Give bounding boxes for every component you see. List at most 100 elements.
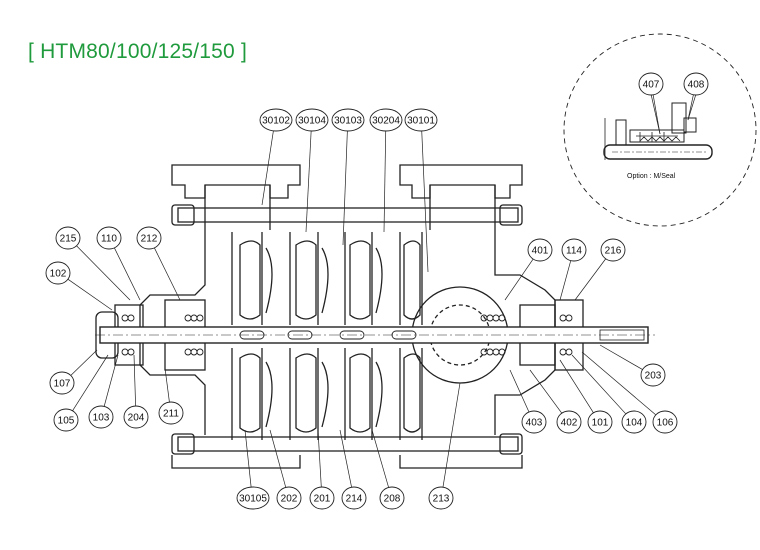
callout-leader-line bbox=[559, 359, 594, 413]
callout-bubble bbox=[521, 410, 547, 434]
callout-bubble bbox=[96, 226, 122, 250]
callout-bubble bbox=[683, 72, 709, 96]
part-number-label: 110 bbox=[101, 234, 117, 245]
detail-caption: Option : M/Seal bbox=[627, 173, 676, 180]
callout-bubble bbox=[55, 226, 81, 250]
part-callout-215: 215 bbox=[55, 226, 131, 301]
part-callout-211: 211 bbox=[158, 367, 184, 425]
part-number-label: 30204 bbox=[372, 116, 400, 127]
callout-bubble bbox=[295, 108, 329, 132]
part-number-label: 403 bbox=[526, 418, 543, 429]
part-number-label: 30102 bbox=[262, 116, 290, 127]
callout-bubble bbox=[640, 363, 666, 387]
callout-bubble bbox=[53, 408, 79, 432]
part-number-label: 114 bbox=[566, 246, 582, 257]
part-number-label: 102 bbox=[50, 269, 67, 280]
callout-leader-line bbox=[599, 344, 643, 370]
part-number-label: 30103 bbox=[334, 116, 362, 127]
part-number-label: 215 bbox=[60, 234, 77, 245]
part-number-label: 101 bbox=[592, 418, 609, 429]
callout-leader-line bbox=[103, 354, 119, 407]
part-callout-408: 408 bbox=[683, 72, 709, 121]
part-number-label: 401 bbox=[532, 246, 549, 257]
part-callout-214: 214 bbox=[339, 429, 367, 510]
callout-leader-line bbox=[442, 382, 461, 488]
callout-leader-line bbox=[687, 94, 694, 121]
callout-leader-line bbox=[581, 351, 657, 416]
part-callout-203: 203 bbox=[599, 344, 666, 387]
part-number-label: 106 bbox=[657, 418, 674, 429]
part-callout-103: 103 bbox=[88, 354, 119, 429]
callout-leader-line bbox=[133, 354, 136, 407]
part-callout-202: 202 bbox=[269, 429, 302, 510]
part-callout-30103: 30103 bbox=[331, 108, 365, 246]
callout-bubble bbox=[527, 238, 553, 262]
part-number-label: 204 bbox=[128, 413, 145, 424]
part-callout-107: 107 bbox=[49, 349, 98, 395]
callout-bubble bbox=[158, 401, 184, 425]
callout-leader-line bbox=[317, 429, 322, 488]
callout-leader-line bbox=[154, 247, 181, 301]
part-callout-213: 213 bbox=[428, 382, 461, 510]
part-number-label: 211 bbox=[163, 409, 179, 420]
part-callout-114: 114 bbox=[559, 238, 587, 301]
part-number-label: 30105 bbox=[239, 494, 267, 505]
part-callout-30204: 30204 bbox=[369, 108, 403, 233]
part-number-label: 30101 bbox=[407, 116, 435, 127]
part-number-label: 208 bbox=[384, 494, 401, 505]
part-number-label: 402 bbox=[561, 418, 578, 429]
part-callout-101: 101 bbox=[559, 359, 613, 434]
callout-bubble bbox=[600, 238, 626, 262]
callout-leader-line bbox=[164, 367, 170, 403]
callout-bubble bbox=[369, 108, 403, 132]
part-number-label: 216 bbox=[605, 246, 622, 257]
part-callout-216: 216 bbox=[574, 238, 626, 301]
part-number-label: 203 bbox=[645, 371, 662, 382]
callout-leader-line bbox=[371, 429, 389, 488]
callout-leader-line bbox=[342, 130, 348, 246]
callout-bubble bbox=[556, 410, 582, 434]
callout-bubble bbox=[276, 486, 302, 510]
callout-leader-line bbox=[67, 278, 113, 311]
callout-bubble bbox=[652, 410, 678, 434]
callout-bubble bbox=[379, 486, 405, 510]
callout-bubble bbox=[45, 261, 71, 285]
callout-leader-line bbox=[114, 247, 141, 301]
part-callout-30102: 30102 bbox=[259, 108, 293, 206]
callout-bubble bbox=[638, 72, 664, 96]
callout-leader-line bbox=[261, 130, 274, 206]
callout-bubble bbox=[331, 108, 365, 132]
callout-bubble bbox=[236, 486, 270, 510]
callout-leader-line bbox=[244, 429, 252, 488]
part-number-label: 201 bbox=[314, 494, 331, 505]
part-number-label: 103 bbox=[93, 413, 110, 424]
callout-leader-line bbox=[72, 354, 109, 411]
part-callout-201: 201 bbox=[309, 429, 335, 510]
page-title: [ HTM80/100/125/150 ] bbox=[28, 40, 247, 63]
part-callout-402: 402 bbox=[529, 369, 582, 434]
callout-leader-line bbox=[383, 130, 387, 233]
part-callout-407: 407 bbox=[638, 72, 664, 135]
part-callout-104: 104 bbox=[571, 354, 647, 434]
part-number-label: 408 bbox=[688, 80, 705, 91]
callout-bubble bbox=[621, 410, 647, 434]
callout-bubble bbox=[341, 486, 367, 510]
callout-bubble bbox=[259, 108, 293, 132]
part-number-label: 104 bbox=[626, 418, 643, 429]
part-number-label: 105 bbox=[58, 416, 75, 427]
callout-leader-line bbox=[269, 429, 287, 488]
part-callout-204: 204 bbox=[123, 354, 149, 429]
callout-leader-line bbox=[574, 258, 607, 301]
callout-leader-line bbox=[504, 258, 534, 301]
callout-bubble bbox=[428, 486, 454, 510]
part-number-label: 213 bbox=[433, 494, 450, 505]
callout-leader-line bbox=[305, 130, 312, 233]
callout-leader-line bbox=[76, 245, 131, 301]
callout-leader-line bbox=[421, 130, 429, 273]
part-number-label: 214 bbox=[346, 494, 363, 505]
part-callout-30105: 30105 bbox=[236, 429, 270, 510]
part-number-label: 202 bbox=[281, 494, 298, 505]
callout-bubble bbox=[561, 238, 587, 262]
part-number-label: 407 bbox=[643, 80, 660, 91]
